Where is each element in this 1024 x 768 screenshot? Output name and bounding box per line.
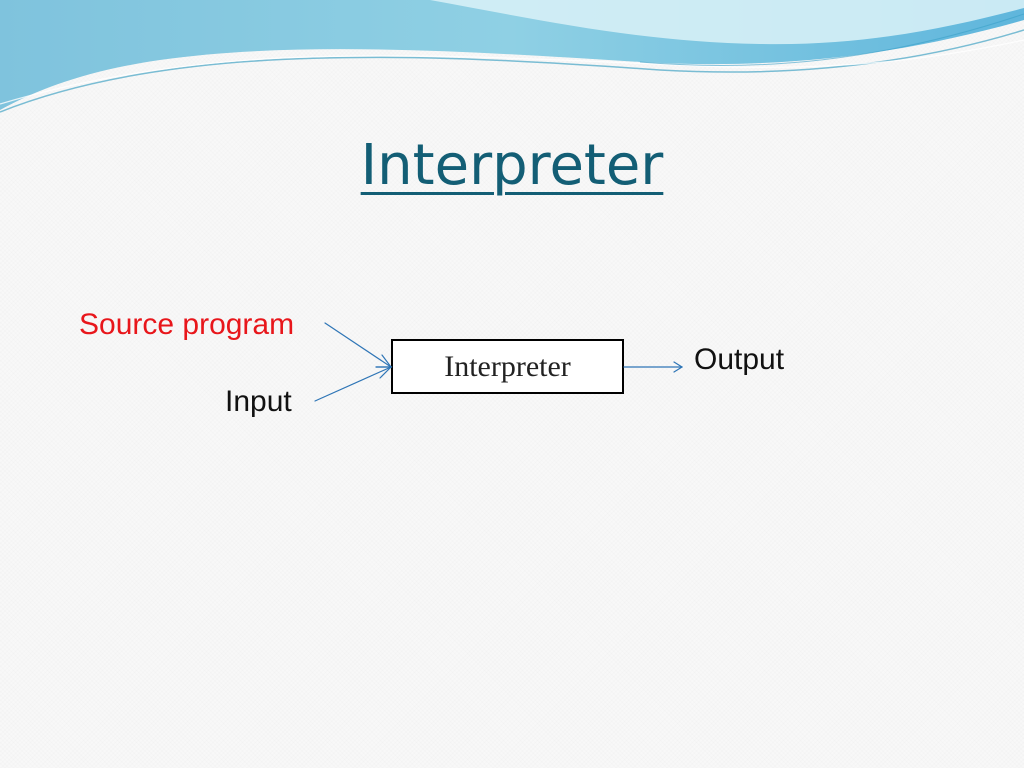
input-label: Input <box>225 385 292 418</box>
header-wave-decoration <box>0 0 1024 113</box>
slide-title-text: Interpreter <box>360 133 664 198</box>
interpreter-to-output-arrow <box>623 361 684 373</box>
input-to-interpreter-arrow <box>314 366 393 402</box>
slide-title: Interpreter <box>0 130 1024 202</box>
source-program-label: Source program <box>79 308 295 341</box>
interpreter-box-label: Interpreter <box>444 349 571 383</box>
source-to-interpreter-arrow <box>324 322 393 368</box>
output-label: Output <box>694 343 785 376</box>
interpreter-box: Interpreter <box>391 339 624 394</box>
